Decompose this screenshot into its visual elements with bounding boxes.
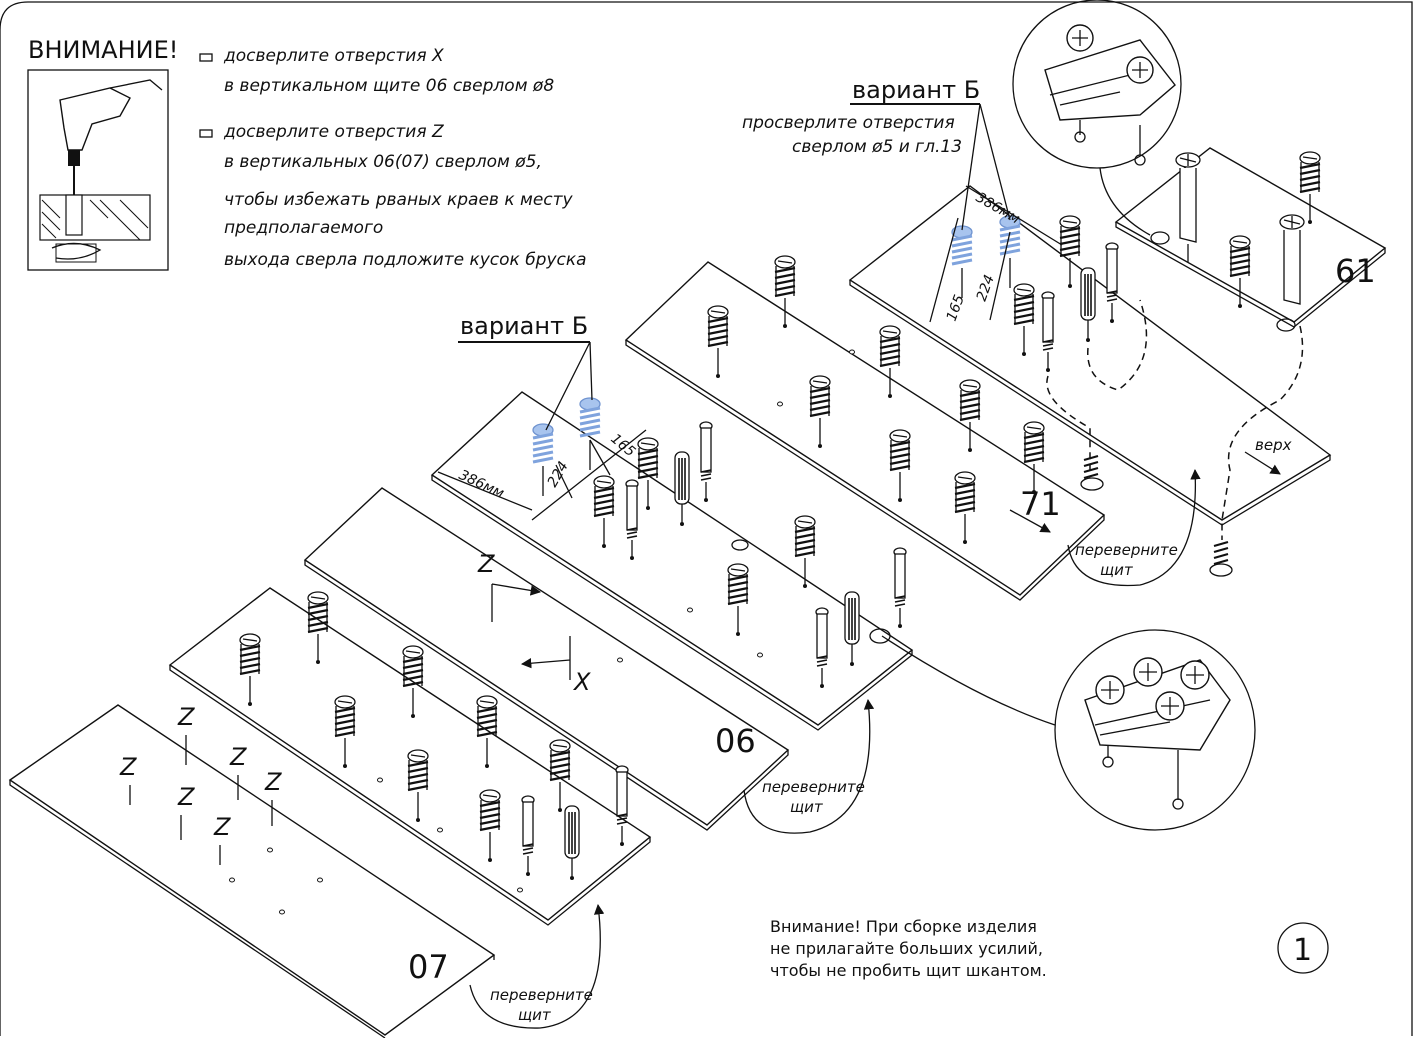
flip-note-07: переверните щит — [469, 903, 605, 1029]
warning-block: ВНИМАНИЕ! досверлите отверстия X в верти… — [27, 36, 587, 271]
curved-arrow-icon — [743, 698, 875, 834]
variant-left-title: вариант Б — [460, 312, 588, 340]
note2-line4: предполагаемого — [224, 218, 383, 238]
note1-line1: досверлите отверстия X — [223, 46, 444, 66]
variant-right-dim-lines — [929, 185, 1063, 323]
note1-line2: в вертикальном щите 06 сверлом ø8 — [224, 76, 554, 96]
svg-text:Z: Z — [177, 783, 195, 811]
bullet-icon — [199, 53, 213, 62]
flip-arrow-71 — [1009, 509, 1051, 533]
screw-icon — [1209, 540, 1233, 577]
flip-note-71: переверните щит — [1067, 468, 1201, 587]
curved-arrow-icon — [469, 903, 605, 1029]
caution-line1: Внимание! При сборке изделия — [770, 917, 1037, 936]
note2-line5: выхода сверла подложите кусок бруска — [224, 250, 587, 270]
screw-icon — [1080, 454, 1104, 491]
bullet-icon — [199, 129, 213, 138]
drill-illustration-frame — [27, 69, 169, 271]
top-arrow — [1244, 451, 1281, 475]
hinge-callout-bottom — [881, 629, 1256, 831]
svg-text:переверните: переверните — [490, 986, 593, 1004]
note2-line2: в вертикальных 06(07) сверлом ø5, — [224, 152, 542, 172]
svg-text:Z: Z — [229, 743, 247, 771]
flip-note-06: переверните щит — [743, 698, 875, 834]
svg-text:щит: щит — [518, 1006, 552, 1024]
board-variant-left: 386мм 224 165 — [430, 391, 914, 731]
top-label: верх — [1255, 436, 1292, 454]
x-letter: X — [572, 668, 591, 696]
note2-line3: чтобы избежать рваных краев к месту — [224, 190, 574, 210]
svg-text:переверните: переверните — [1075, 541, 1178, 559]
caution-line2: не прилагайте больших усилий, — [770, 939, 1043, 958]
svg-text:переверните: переверните — [762, 778, 865, 796]
part-number-07: 07 — [408, 948, 449, 986]
screw-icon — [1279, 214, 1305, 305]
svg-text:щит: щит — [790, 798, 824, 816]
hinge-callout-top — [1012, 0, 1182, 236]
board-side-middle — [168, 587, 652, 926]
warning-title: ВНИМАНИЕ! — [28, 36, 178, 64]
svg-text:Z: Z — [213, 813, 231, 841]
z-markers: Z Z Z Z Z Z — [119, 703, 282, 865]
board-07: 07 Z Z Z Z Z Z — [8, 703, 496, 1038]
board-61: 61 — [1114, 147, 1387, 332]
variant-right-title: вариант Б — [852, 76, 980, 104]
z-letter: Z — [477, 550, 495, 578]
svg-text:1: 1 — [1293, 933, 1312, 968]
curved-arrow-icon — [1067, 468, 1201, 587]
page-number: 1 — [1277, 922, 1329, 974]
svg-text:Z: Z — [119, 753, 137, 781]
variant-right-line1: просверлите отверстия — [742, 113, 955, 133]
board-71: 71 — [624, 254, 1106, 601]
variant-left-label: вариант Б — [458, 312, 593, 431]
variant-left-dim-lines — [437, 429, 647, 521]
part-number-06: 06 — [715, 722, 756, 760]
part-number-71: 71 — [1020, 485, 1061, 523]
note2-line1: досверлите отверстия Z — [223, 122, 444, 142]
screw-icon — [1175, 152, 1201, 262]
svg-text:Z: Z — [264, 768, 282, 796]
drill-icon — [39, 79, 163, 263]
caution-line3: чтобы не пробить щит шкантом. — [770, 961, 1047, 980]
hinge-cup-hole — [869, 628, 891, 644]
dashed-leaders — [1046, 299, 1304, 540]
variant-right-line2: сверлом ø5 и гл.13 — [792, 137, 962, 157]
part-number-61: 61 — [1335, 252, 1376, 290]
svg-text:Z: Z — [177, 703, 195, 731]
svg-text:щит: щит — [1100, 561, 1134, 579]
caution-note: Внимание! При сборке изделия не прилагай… — [770, 917, 1047, 980]
board-06: 06 Z X — [303, 487, 790, 831]
variant-right-label: вариант Б просверлите отверстия сверлом … — [742, 76, 1011, 231]
